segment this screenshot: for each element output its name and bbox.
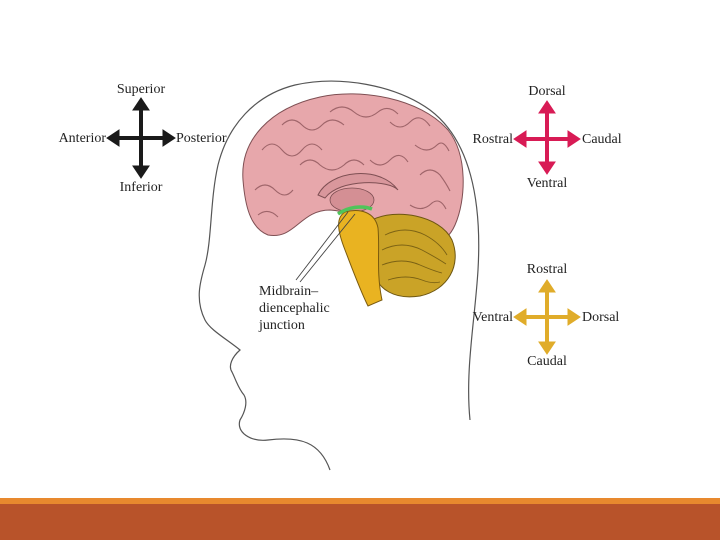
cerebellum xyxy=(371,213,456,298)
compass-black xyxy=(106,97,176,179)
arrow-up-icon xyxy=(538,100,556,114)
arrow-left-icon xyxy=(106,129,120,147)
junction-label-line: junction xyxy=(259,318,305,333)
footer-accent-bar xyxy=(0,498,720,504)
arrow-right-icon xyxy=(162,129,176,147)
footer-bar xyxy=(0,504,720,540)
arrow-down-icon xyxy=(538,161,556,175)
head-outline xyxy=(198,80,480,471)
arrow-right-icon xyxy=(567,308,581,326)
cerebrum xyxy=(242,93,464,250)
label-caudal: Caudal xyxy=(582,132,622,147)
compass-red xyxy=(513,100,581,175)
label-caudal-gold: Caudal xyxy=(527,354,567,369)
junction-label: Midbrain– diencephalic junction xyxy=(259,283,330,334)
brainstem xyxy=(338,210,383,307)
junction-label-line: Midbrain– xyxy=(259,284,319,299)
arrow-right-icon xyxy=(567,130,581,148)
compass-gold xyxy=(513,279,581,355)
junction-marker xyxy=(336,205,373,216)
junction-label-line: diencephalic xyxy=(259,301,330,316)
label-anterior: Anterior xyxy=(58,131,106,146)
label-ventral-gold: Ventral xyxy=(472,310,513,325)
leader-line xyxy=(299,213,356,283)
cerebellum-folia xyxy=(381,229,448,284)
arrow-down-icon xyxy=(538,341,556,355)
label-dorsal-gold: Dorsal xyxy=(582,310,620,325)
label-rostral-gold: Rostral xyxy=(526,262,568,277)
label-dorsal: Dorsal xyxy=(528,84,566,99)
cortex-gyri xyxy=(254,106,451,236)
arrow-up-icon xyxy=(132,97,150,111)
arrow-up-icon xyxy=(538,279,556,293)
label-inferior: Inferior xyxy=(119,180,163,195)
arrow-down-icon xyxy=(132,165,150,179)
label-rostral: Rostral xyxy=(472,132,513,147)
corpus-callosum xyxy=(317,173,399,199)
arrow-left-icon xyxy=(513,308,527,326)
leader-line xyxy=(295,211,349,281)
label-ventral: Ventral xyxy=(526,176,568,191)
label-posterior: Posterior xyxy=(176,131,227,146)
label-superior: Superior xyxy=(116,82,166,97)
arrow-left-icon xyxy=(513,130,527,148)
